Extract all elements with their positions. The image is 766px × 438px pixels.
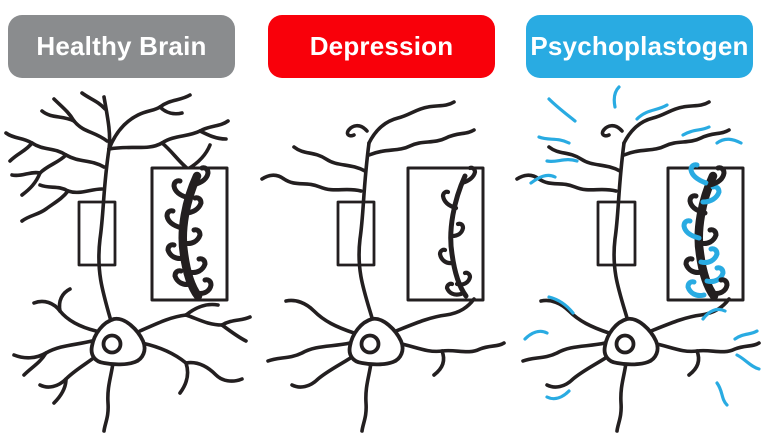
depression-apical-dendrites [260, 100, 476, 330]
healthy-soma [89, 317, 147, 367]
psychoplastogen-nucleus [614, 333, 636, 355]
psychoplastogen-basal-dendrites [521, 297, 761, 433]
healthy-sampling-rect [77, 200, 117, 267]
healthy-basal-dendrites [12, 287, 252, 433]
panel-depression: Depression [256, 0, 511, 438]
psychoplastogen-label: Psychoplastogen [526, 15, 753, 78]
depression-nucleus [359, 333, 381, 355]
psychoplastogen-soma [602, 317, 660, 367]
psychoplastogen-new-spines [681, 162, 726, 298]
depression-spiny-dendrite [437, 165, 478, 299]
depression-soma [347, 317, 405, 367]
depression-basal-dendrites [266, 297, 506, 433]
depression-inset-box [406, 166, 485, 302]
healthy-brain-label: Healthy Brain [8, 15, 235, 78]
depression-neuron-illustration [260, 100, 506, 433]
panel-psychoplastogen: Psychoplastogen [511, 0, 766, 438]
psychoplastogen-neuron-illustration [515, 85, 761, 433]
healthy-spiny-dendrite [164, 165, 214, 301]
depression-sampling-rect [336, 200, 376, 267]
panel-healthy-brain: Healthy Brain [0, 0, 255, 438]
psychoplastogen-apical-dendrites [515, 100, 731, 330]
depression-label: Depression [268, 15, 495, 78]
psychoplastogen-new-growth-apical [529, 85, 743, 185]
psychoplastogen-sampling-rect [596, 200, 637, 267]
healthy-nucleus [101, 333, 123, 355]
psychoplastogen-spiny-dendrite [681, 162, 730, 301]
healthy-neuron-illustration [4, 91, 252, 433]
psychoplastogen-new-growth-basal [523, 295, 761, 407]
